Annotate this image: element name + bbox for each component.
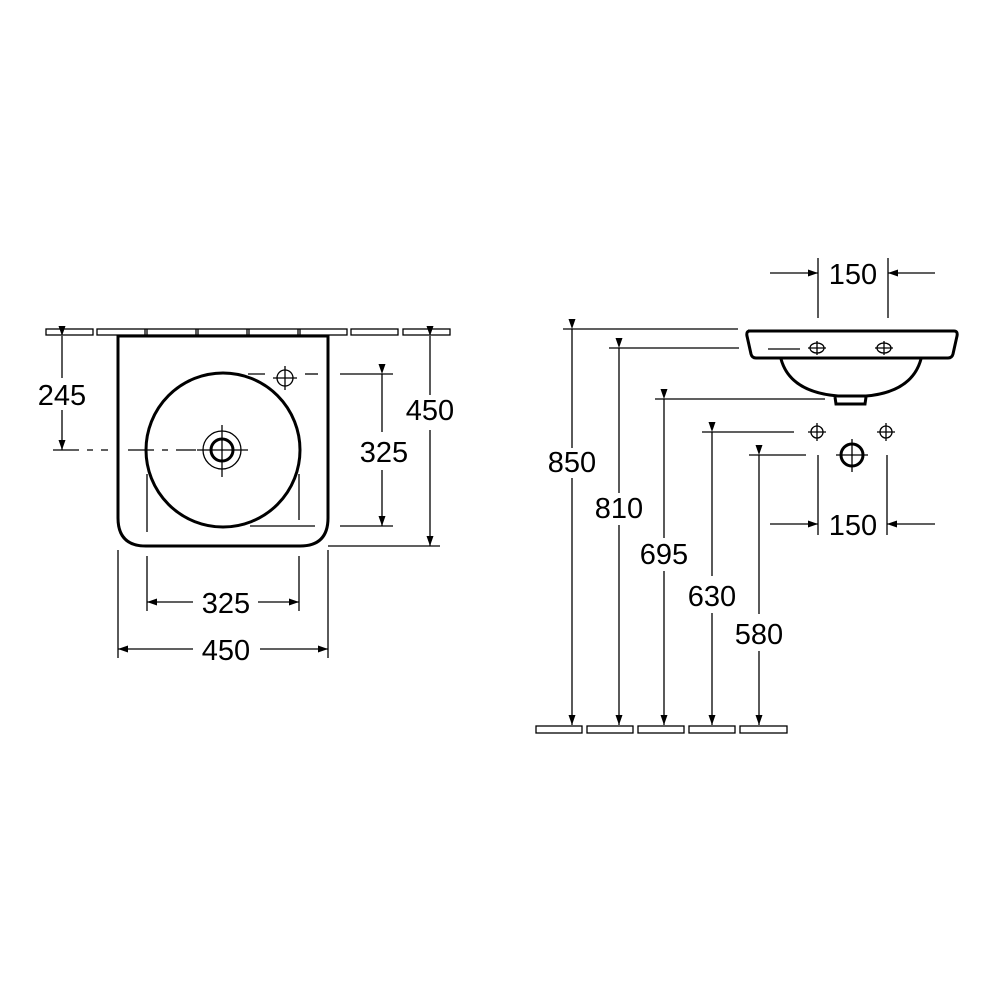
tap-hole-icon-left bbox=[808, 341, 826, 355]
dim-height-waste: 580 bbox=[735, 619, 783, 651]
dim-height-taphole: 810 bbox=[595, 493, 643, 525]
tap-hole-icon bbox=[273, 366, 297, 390]
basin-side-outline bbox=[745, 329, 959, 360]
dim-height-rim: 850 bbox=[548, 447, 596, 479]
waste-outlet-icon bbox=[197, 425, 248, 477]
bowl-side-outline bbox=[779, 358, 923, 398]
side-view: 150 150 850 810 695 630 580 bbox=[535, 258, 959, 734]
dim-bowl-depth: 325 bbox=[360, 437, 408, 469]
dim-tap-spacing-bottom: 150 bbox=[829, 510, 877, 542]
waste-point-icon bbox=[836, 439, 868, 472]
dim-tap-spacing-top: 150 bbox=[829, 259, 877, 291]
dim-height-supply: 630 bbox=[688, 581, 736, 613]
waste-spigot bbox=[833, 396, 868, 406]
basin-outline bbox=[116, 334, 330, 548]
dim-wall-to-waste: 245 bbox=[38, 380, 86, 412]
dim-bowl-width: 325 bbox=[202, 588, 250, 620]
supply-point-left-icon bbox=[808, 423, 826, 441]
wall-strip bbox=[45, 328, 451, 336]
supply-point-right-icon bbox=[877, 423, 895, 441]
dim-overall-width: 450 bbox=[202, 635, 250, 667]
floor-strip bbox=[535, 725, 788, 734]
tap-hole-icon-right bbox=[875, 341, 893, 355]
dim-height-bowl-bottom: 695 bbox=[640, 539, 688, 571]
dim-overall-depth: 450 bbox=[406, 395, 454, 427]
plan-view: 245 325 450 325 450 bbox=[38, 326, 454, 667]
